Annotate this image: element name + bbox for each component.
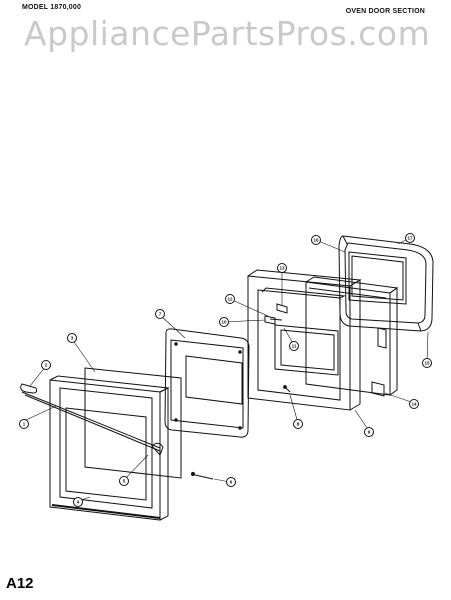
- callout-2: 2: [41, 360, 51, 370]
- callout-16: 16: [311, 235, 321, 245]
- svg-text:15: 15: [424, 361, 430, 366]
- model-label: MODEL 1870,000: [22, 4, 82, 11]
- hinge-screw: [283, 385, 291, 393]
- svg-text:11: 11: [292, 344, 297, 349]
- callout-11: 11: [289, 341, 299, 351]
- callout-9: 9: [364, 427, 374, 437]
- svg-text:4: 4: [77, 500, 80, 505]
- callout-5: 5: [119, 476, 129, 486]
- svg-text:17: 17: [407, 236, 413, 241]
- svg-text:9: 9: [368, 430, 371, 435]
- svg-text:10: 10: [221, 320, 227, 325]
- svg-text:12: 12: [227, 297, 233, 302]
- svg-text:6: 6: [230, 480, 233, 485]
- page-number: A12: [6, 575, 34, 592]
- watermark: AppliancePartsPros.com: [24, 14, 431, 53]
- svg-text:7: 7: [159, 312, 162, 317]
- callout-8: 8: [293, 419, 303, 429]
- inner-door-frame: [247, 269, 362, 411]
- latch-clip: [264, 315, 283, 325]
- svg-text:16: 16: [313, 238, 319, 243]
- rear-inner-panel: [338, 235, 434, 332]
- svg-text:1: 1: [23, 422, 26, 427]
- svg-text:13: 13: [279, 266, 285, 271]
- svg-text:8: 8: [297, 422, 300, 427]
- door-screw: [190, 471, 214, 480]
- outer-door-glass: [164, 328, 250, 438]
- callout-15: 15: [422, 358, 432, 368]
- wire-clip: [276, 303, 288, 314]
- svg-text:2: 2: [45, 363, 48, 368]
- lower-hinge-bracket: [371, 381, 385, 397]
- callout-7: 7: [155, 309, 165, 319]
- callout-17: 17: [405, 233, 415, 243]
- callout-13: 13: [277, 263, 287, 273]
- callout-14: 14: [409, 399, 419, 409]
- frame-bracket: [377, 327, 387, 349]
- door-handle: [20, 383, 164, 456]
- callout-4: 4: [73, 497, 83, 507]
- svg-text:3: 3: [71, 336, 74, 341]
- callout-6: 6: [226, 477, 236, 487]
- section-title: OVEN DOOR SECTION: [345, 8, 425, 15]
- outer-door-frame: [49, 375, 170, 521]
- callout-1: 1: [19, 419, 29, 429]
- leader-lines: [23, 237, 429, 502]
- callout-12: 12: [225, 294, 235, 304]
- glass-pane: [84, 367, 182, 479]
- svg-text:14: 14: [411, 402, 417, 407]
- callout-3: 3: [67, 333, 77, 343]
- svg-text:5: 5: [123, 479, 126, 484]
- callout-10: 10: [219, 317, 229, 327]
